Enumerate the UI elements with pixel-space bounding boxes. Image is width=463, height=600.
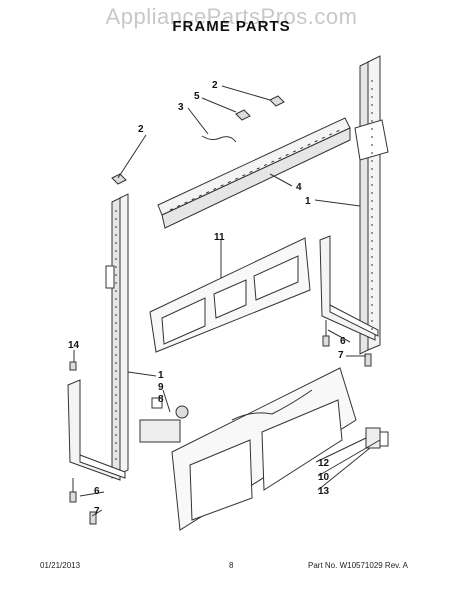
- callout-label: 6: [94, 486, 100, 497]
- top-brackets: [111, 95, 285, 185]
- watermark: AppliancePartsPros.com: [105, 4, 358, 29]
- callout-label: 12: [318, 458, 330, 469]
- callout-label: 9: [158, 382, 164, 393]
- left-side-frame: [67, 193, 129, 481]
- callout-label: 7: [94, 506, 100, 517]
- callout-label: 8: [158, 394, 164, 405]
- footer-date: 01/21/2013: [40, 561, 81, 570]
- footer-page-number: 8: [229, 561, 234, 570]
- callout-label: 13: [318, 486, 330, 497]
- lower-front-panel: [171, 367, 357, 531]
- page-title: FRAME PARTS: [172, 18, 291, 35]
- callout-label: 6: [340, 336, 346, 347]
- callout-label: 11: [214, 232, 225, 243]
- screws: [69, 320, 372, 525]
- hinge-assembly: [139, 397, 189, 443]
- callout-label: 5: [194, 91, 200, 102]
- callout-label: 14: [68, 340, 80, 351]
- top-rail: [157, 117, 351, 229]
- callout-label: 1: [305, 196, 311, 207]
- callout-labels: 2 5 3 2 4 1 11 14 6 7 1 9 8 6 7 12 10 13: [68, 80, 346, 517]
- callout-label: 4: [296, 182, 302, 193]
- right-side-frame: [319, 55, 389, 355]
- callout-label: 7: [338, 350, 344, 361]
- leader-lines: [73, 85, 381, 517]
- callout-label: 2: [212, 80, 218, 91]
- callout-label: 2: [138, 124, 144, 135]
- footer-part-number: Part No. W10571029 Rev. A: [308, 561, 408, 570]
- callout-label: 10: [318, 472, 330, 483]
- callout-label: 3: [178, 102, 184, 113]
- callout-label: 1: [158, 370, 164, 381]
- middle-panel: [149, 237, 311, 353]
- right-bracket-part: [365, 427, 389, 449]
